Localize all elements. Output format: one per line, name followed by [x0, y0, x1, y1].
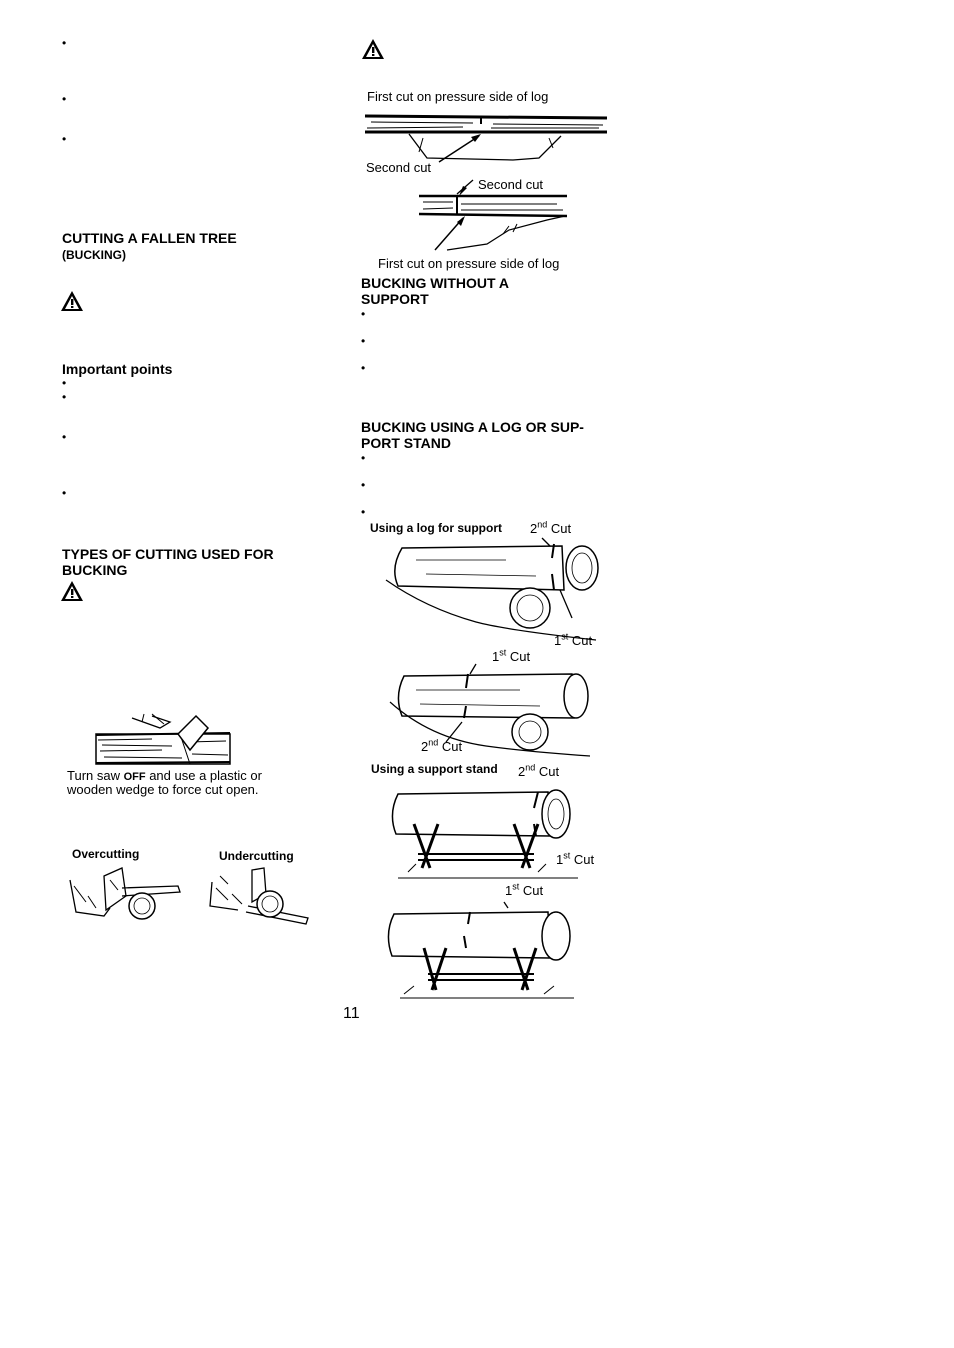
diagram-label: First cut on pressure side of log	[367, 89, 549, 104]
section-heading-fallen-tree: CUTTING A FALLEN TREE (BUCKING)	[62, 230, 237, 263]
cut-word: Cut	[509, 649, 531, 664]
cut-number: 1	[492, 649, 500, 664]
section-heading-using-support: BUCKING USING A LOG OR SUP- PORT STAND	[361, 419, 584, 451]
log-support-illustration-2	[389, 663, 591, 757]
bullet: •	[361, 451, 366, 465]
warning-icon	[362, 39, 384, 59]
bullet: •	[62, 390, 67, 404]
bullet: •	[361, 361, 366, 375]
overcutting-label: Overcutting	[72, 847, 140, 861]
heading-line: BUCKING WITHOUT A	[361, 275, 510, 291]
diagram-label: First cut on pressure side of log	[378, 256, 560, 271]
diagram-label: Second cut	[366, 160, 432, 175]
undercutting-illustration	[209, 867, 309, 925]
cut-number: 1	[556, 852, 564, 867]
heading-line: BUCKING USING A LOG OR SUP-	[361, 419, 584, 435]
heading-line: TYPES OF CUTTING USED FOR	[62, 546, 274, 562]
support-stand-label: Using a support stand	[371, 762, 498, 776]
undercutting-label: Undercutting	[219, 849, 294, 863]
cut-ordinal: nd	[525, 762, 536, 773]
caption-text: Turn saw	[67, 768, 124, 783]
cut-label-1st: 1st Cut	[556, 850, 595, 867]
warning-icon	[61, 581, 83, 601]
cut-label-1st: 1st Cut	[492, 647, 531, 664]
cut-ordinal: nd	[428, 737, 439, 748]
cut-ordinal: st	[499, 647, 507, 658]
cut-word: Cut	[538, 764, 560, 779]
cut-number: 2	[421, 739, 429, 754]
bullet: •	[62, 36, 67, 50]
bullet: •	[62, 92, 67, 106]
cut-label-1st: 1st Cut	[505, 881, 544, 898]
page-number: 11	[343, 1005, 360, 1022]
wedge-caption-line2: wooden wedge to force cut open.	[67, 782, 259, 797]
cut-label-2nd: 2nd Cut	[530, 519, 572, 536]
heading-subtitle: (BUCKING)	[62, 248, 126, 262]
section-heading-important: Important points	[62, 361, 173, 377]
overcutting-illustration	[69, 867, 181, 920]
heading-text: CUTTING A FALLEN TREE	[62, 230, 237, 246]
bullet: •	[361, 478, 366, 492]
diagram-label: Second cut	[478, 177, 544, 192]
bullet: •	[62, 486, 67, 500]
cut-word: Cut	[550, 521, 572, 536]
cut-number: 1	[505, 883, 513, 898]
heading-line: BUCKING	[62, 562, 128, 578]
off-label: OFF	[123, 771, 146, 783]
cut-ordinal: st	[563, 850, 571, 861]
bullet: •	[361, 307, 366, 321]
bullet: •	[62, 376, 67, 390]
section-heading-types: TYPES OF CUTTING USED FOR BUCKING	[62, 546, 274, 578]
cut-word: Cut	[571, 633, 593, 648]
cut-label-2nd: 2nd Cut	[518, 762, 560, 779]
cut-number: 1	[554, 633, 562, 648]
cut-ordinal: nd	[537, 519, 548, 530]
log-pressure-diagram-bottom	[418, 179, 568, 251]
heading-line: SUPPORT	[361, 291, 429, 307]
support-stand-illustration-1	[391, 789, 578, 879]
cut-word: Cut	[522, 883, 544, 898]
warning-icon	[61, 291, 83, 311]
cut-number: 2	[518, 764, 526, 779]
wedge-caption: Turn saw OFF and use a plastic or	[67, 768, 262, 783]
cut-number: 2	[530, 521, 538, 536]
bullet: •	[62, 430, 67, 444]
cut-ordinal: st	[512, 881, 520, 892]
bullet: •	[361, 505, 366, 519]
log-support-illustration-1	[385, 537, 599, 641]
log-pressure-diagram-top	[364, 114, 608, 163]
cut-label-2nd: 2nd Cut	[421, 737, 463, 754]
cut-word: Cut	[573, 852, 595, 867]
caption-text: and use a plastic or	[145, 768, 262, 783]
log-support-label: Using a log for support	[370, 521, 502, 535]
support-stand-illustration-2	[387, 901, 574, 999]
cut-word: Cut	[441, 739, 463, 754]
section-heading-without-support: BUCKING WITHOUT A SUPPORT	[361, 275, 509, 307]
heading-line: PORT STAND	[361, 435, 451, 451]
bullet: •	[62, 132, 67, 146]
bullet: •	[361, 334, 366, 348]
wedge-log-illustration	[95, 713, 231, 765]
